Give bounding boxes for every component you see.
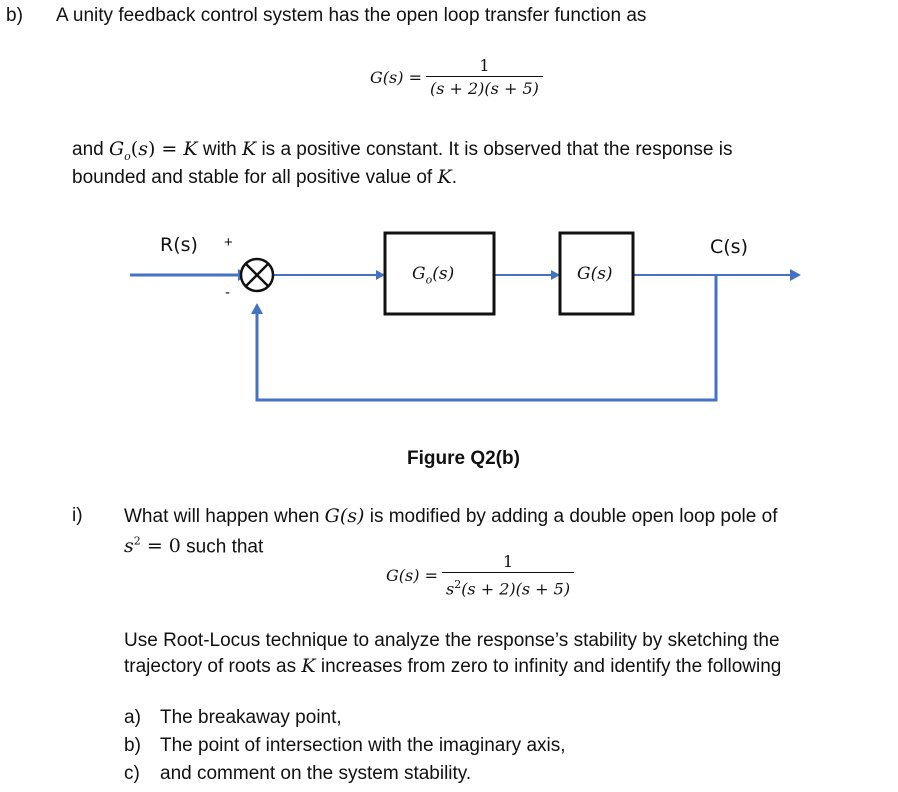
paragraph-line: bounded and stable for all positive valu…	[72, 164, 457, 191]
text-span: is modified by adding a double open loop…	[369, 506, 778, 527]
block-controller-label: Go(s)	[412, 264, 455, 287]
list-marker: b)	[124, 735, 141, 756]
go-symbol: Go(s) = K	[108, 138, 198, 163]
block-controller	[383, 231, 496, 316]
list-item: b) The point of intersection with the ima…	[124, 733, 566, 759]
text-span: increases from zero to infinity and iden…	[320, 656, 782, 677]
paragraph-line: trajectory of roots as K increases from …	[124, 653, 781, 680]
g-symbol: G(s)	[324, 505, 365, 527]
plus-sign: +	[224, 234, 233, 251]
fraction-numerator: 1	[502, 552, 514, 571]
input-label: R(s)	[160, 234, 198, 256]
part-label: b)	[6, 5, 23, 26]
text-span: trajectory of roots as	[124, 656, 297, 677]
fraction-denominator: (s + 2)(s + 5)	[425, 76, 543, 99]
block-plant	[558, 231, 635, 316]
text-span: and	[72, 139, 104, 160]
text-span: such that	[186, 536, 264, 558]
k-symbol: K	[437, 166, 452, 188]
question-label: i)	[72, 505, 83, 526]
paragraph-line: and Go(s) = K with K is a positive const…	[72, 136, 732, 170]
text-span: with	[202, 139, 237, 160]
intro-text: A unity feedback control system has the …	[56, 5, 647, 26]
fraction-denominator: s2(s + 2)(s + 5)	[441, 572, 575, 599]
list-item: a) The breakaway point,	[124, 705, 342, 731]
equation-modified: G(s) = 1 s2(s + 2)(s + 5)	[386, 552, 575, 599]
text-span: is a positive constant. It is observed t…	[261, 139, 733, 160]
equation-open-loop: G(s) = 1 (s + 2)(s + 5)	[370, 56, 543, 99]
fraction: 1 (s + 2)(s + 5)	[425, 56, 543, 99]
text-span: .	[451, 167, 457, 188]
list-item: c) and comment on the system stability.	[124, 761, 471, 787]
arrowhead	[376, 270, 385, 280]
list-marker: a)	[124, 707, 141, 728]
list-text: and comment on the system stability.	[160, 763, 472, 784]
summing-junction	[239, 257, 275, 293]
feedback-line	[255, 275, 718, 402]
fraction: 1 s2(s + 2)(s + 5)	[441, 552, 575, 599]
arrowhead	[551, 270, 560, 280]
k-symbol: K	[301, 655, 316, 677]
fraction-numerator: 1	[479, 56, 490, 75]
figure-caption: Figure Q2(b)	[407, 448, 520, 469]
list-marker: c)	[124, 763, 140, 784]
list-text: The breakaway point,	[160, 707, 342, 728]
block-diagram	[130, 231, 801, 402]
paragraph-line: Use Root-Locus technique to analyze the …	[124, 630, 780, 651]
equation-lhs: G(s) =	[386, 566, 438, 586]
arrowhead	[251, 303, 263, 314]
question-line: s2 = 0 such that	[124, 529, 263, 560]
list-text: The point of intersection with the imagi…	[160, 735, 566, 756]
k-symbol: K	[241, 138, 257, 160]
arrowhead	[790, 269, 801, 281]
text-span: bounded and stable for all positive valu…	[72, 167, 433, 188]
block-plant-label: G(s)	[577, 264, 613, 284]
s-squared: s2 = 0	[124, 535, 181, 558]
equation-lhs: G(s) =	[370, 68, 422, 87]
output-label: C(s)	[710, 236, 748, 258]
question-line: What will happen when G(s) is modified b…	[124, 503, 777, 530]
minus-sign: -	[225, 284, 230, 301]
text-span: What will happen when	[124, 506, 320, 527]
